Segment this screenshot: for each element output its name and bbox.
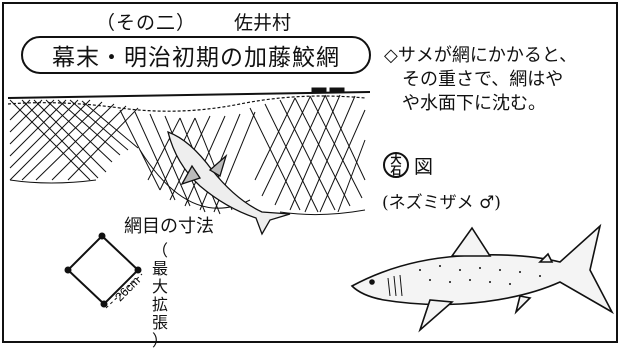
badge-bottom: 石 [390, 164, 402, 177]
source-badge: 大 石 [383, 152, 409, 178]
mesh-size-label: 網目の寸法 [124, 216, 214, 237]
figure-label: 図 [414, 156, 434, 178]
mesh-square [64, 232, 143, 309]
title-box: 幕末・明治初期の加藤鮫網 [21, 36, 371, 74]
net-float-icon [311, 87, 345, 93]
village-name: 佐井村 [234, 12, 292, 34]
water-surface [7, 91, 371, 112]
species-label: (ネズミザメ ♂) [382, 193, 501, 213]
subtitle: （その二） [96, 12, 197, 34]
caught-shark [167, 130, 291, 236]
note-line-2: その重さで、網はや [402, 69, 564, 90]
shark-speckles [419, 265, 541, 285]
badge-top: 大 [390, 153, 402, 166]
note-line-3: や水面下に沈む。 [402, 93, 546, 114]
title-text: 幕末・明治初期の加藤鮫網 [52, 45, 340, 71]
porbeagle-shark-illustration [350, 223, 614, 333]
vertical-note: （ 最 大 拡 張 ） [151, 241, 168, 350]
figure-frame [2, 2, 618, 343]
note-line-1: ◇サメが網にかかると、 [384, 45, 578, 66]
note-text: ◇サメが網にかかると、 その重さで、網はや や水面下に沈む。 [384, 44, 620, 116]
